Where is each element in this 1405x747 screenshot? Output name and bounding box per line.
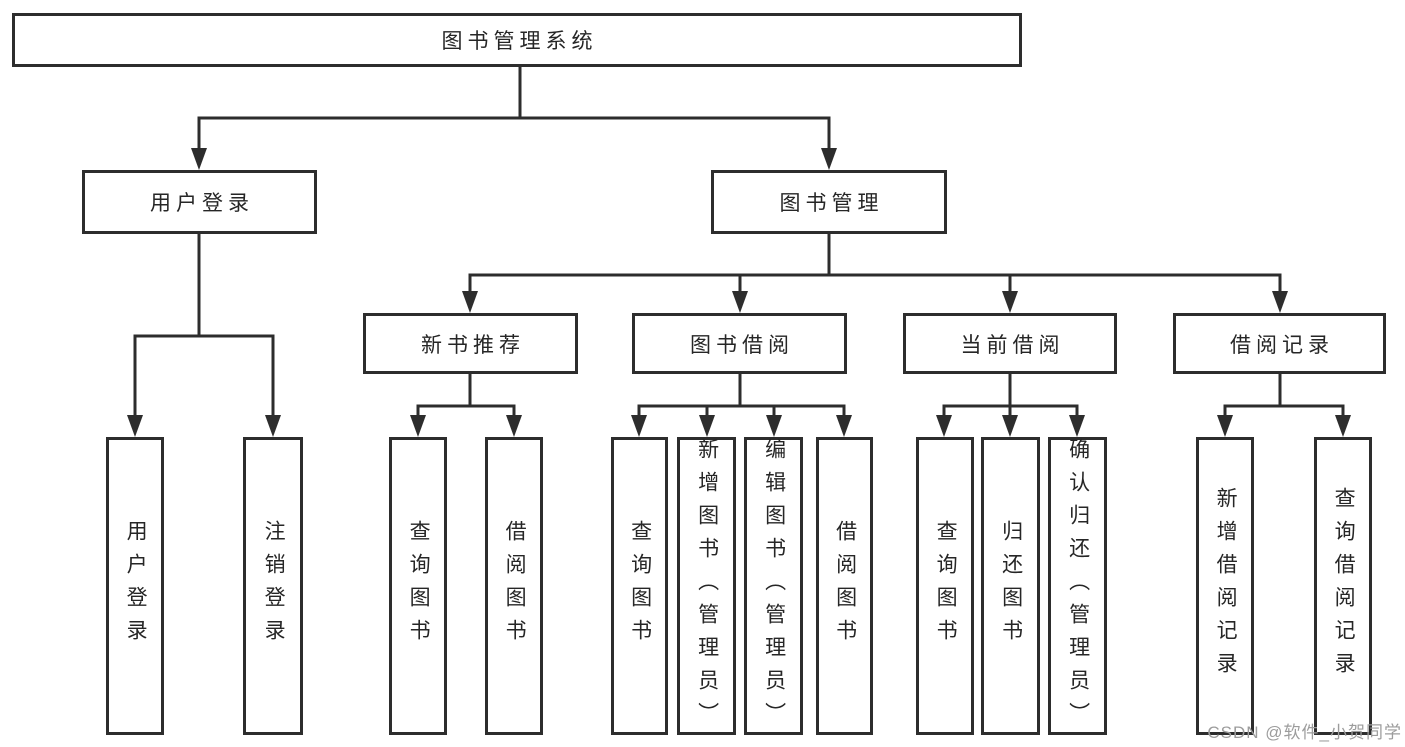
leaf-newrec-query-book: 查询图书	[389, 437, 447, 735]
leaf-add-borrow-record: 新增借阅记录	[1196, 437, 1254, 735]
node-label: 用户登录	[124, 520, 148, 652]
node-label: 图书管理	[779, 192, 884, 215]
node-label: 新增借阅记录	[1214, 487, 1238, 685]
node-user-login: 用户登录	[82, 170, 317, 234]
arrowhead	[699, 415, 715, 437]
node-library-management-system: 图书管理系统	[12, 13, 1022, 67]
leaf-query-borrow-record: 查询借阅记录	[1314, 437, 1372, 735]
arrowhead	[1217, 415, 1233, 437]
connector-root-bar	[197, 116, 831, 154]
arrowhead	[936, 415, 952, 437]
arrowhead	[1335, 415, 1351, 437]
arrowhead	[1002, 291, 1018, 313]
arrowhead	[265, 415, 281, 437]
node-label: 借阅图书	[833, 520, 857, 652]
node-label: 编辑图书（管理员）	[762, 437, 786, 735]
arrowhead	[127, 415, 143, 437]
watermark: CSDN @软件_小贺同学	[1207, 723, 1402, 742]
node-label: 图书借阅	[690, 333, 794, 357]
node-borrow-records: 借阅记录	[1173, 313, 1386, 374]
node-label: 查询借阅记录	[1332, 487, 1356, 685]
leaf-edit-book-admin: 编辑图书（管理员）	[744, 437, 803, 735]
node-label: 用户登录	[150, 192, 254, 215]
node-book-borrow: 图书借阅	[632, 313, 847, 374]
leaf-logout: 注销登录	[243, 437, 303, 735]
connector-newrec-bar	[416, 404, 516, 423]
leaf-current-query-book: 查询图书	[916, 437, 974, 735]
leaf-add-book-admin: 新增图书（管理员）	[677, 437, 736, 735]
node-current-borrow: 当前借阅	[903, 313, 1117, 374]
leaf-borrow-borrow-book: 借阅图书	[816, 437, 873, 735]
node-label: 确认归还（管理员）	[1066, 437, 1090, 735]
arrowhead	[506, 415, 522, 437]
node-label: 查询图书	[628, 520, 652, 652]
leaf-user-login: 用户登录	[106, 437, 164, 735]
arrowhead	[1002, 415, 1018, 437]
arrowhead	[462, 291, 478, 313]
arrowhead	[836, 415, 852, 437]
connector-userlogin-bar	[133, 334, 275, 423]
node-label: 图书管理系统	[441, 30, 598, 53]
node-label: 查询图书	[934, 520, 958, 652]
connector-bookmgmt-bar	[468, 273, 1282, 298]
arrowhead	[732, 291, 748, 313]
arrowhead	[631, 415, 647, 437]
leaf-return-book: 归还图书	[981, 437, 1040, 735]
arrowhead	[410, 415, 426, 437]
node-label: 注销登录	[262, 520, 286, 652]
arrowhead	[1069, 415, 1085, 437]
leaf-newrec-borrow-book: 借阅图书	[485, 437, 543, 735]
node-label: 当前借阅	[960, 333, 1065, 357]
node-new-book-recommend: 新书推荐	[363, 313, 578, 374]
connector-borrow-bar	[637, 404, 846, 423]
arrowhead	[766, 415, 782, 437]
node-label: 借阅图书	[503, 520, 527, 652]
arrowhead	[821, 148, 837, 170]
connector-records-bar	[1223, 404, 1345, 423]
arrowhead	[191, 148, 207, 170]
node-label: 借阅记录	[1230, 333, 1334, 357]
node-book-management: 图书管理	[711, 170, 947, 234]
leaf-confirm-return-admin: 确认归还（管理员）	[1048, 437, 1107, 735]
node-label: 新增图书（管理员）	[695, 437, 719, 735]
node-label: 归还图书	[999, 520, 1023, 652]
node-label: 新书推荐	[421, 333, 525, 357]
node-label: 查询图书	[407, 520, 431, 652]
arrowhead	[1272, 291, 1288, 313]
leaf-borrow-query-book: 查询图书	[611, 437, 668, 735]
